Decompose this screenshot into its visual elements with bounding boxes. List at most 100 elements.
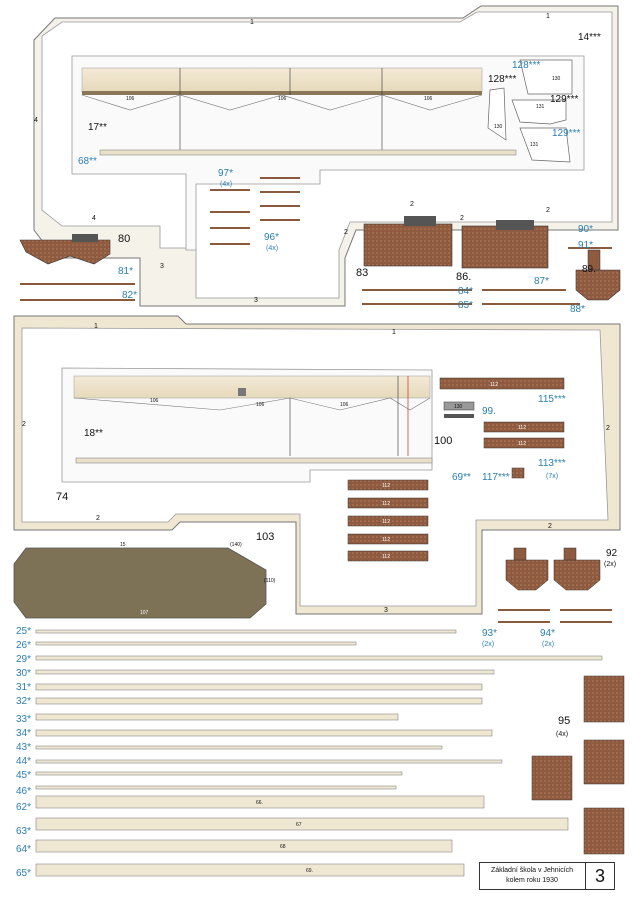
plank-label: 112: [382, 519, 390, 525]
strip-label: 25*: [16, 626, 31, 637]
edge-label: 2: [546, 207, 550, 214]
part-label: 96*: [264, 232, 279, 243]
edge-label: 2: [22, 421, 26, 428]
part-qty: (2x): [542, 641, 554, 648]
edge-label: 2: [548, 523, 552, 530]
part-label: 91*: [578, 240, 593, 251]
part-label: 87*: [534, 276, 549, 287]
strip-label: 46*: [16, 786, 31, 797]
strip-label: 32*: [16, 696, 31, 707]
edge-label: 15: [120, 542, 126, 548]
houses-95: [531, 675, 625, 855]
edge-label: 1: [546, 13, 550, 20]
wall-label: 106: [126, 96, 135, 102]
title-line-2: kolem roku 1930: [506, 877, 558, 884]
plank-label: 112: [518, 441, 526, 447]
edge-label: 4: [34, 117, 38, 124]
plank-label: 130: [454, 404, 463, 410]
title-line-1: Základní škola v Jehnicích: [490, 867, 574, 874]
part-label: 89.: [582, 264, 596, 275]
wall-label: 106: [256, 402, 265, 408]
piece-label: 131: [530, 142, 539, 148]
part-label: 115***: [538, 394, 566, 405]
part-label: 95: [558, 715, 570, 727]
strip-inner-label: 66.: [256, 800, 263, 806]
building-86: [461, 220, 549, 269]
gray-plates: [443, 401, 475, 418]
part-label: 82*: [122, 290, 137, 301]
strip-label: 30*: [16, 668, 31, 679]
wall-label: 106: [424, 96, 433, 102]
plank-label: 112: [518, 425, 526, 431]
part-label: 94*: [540, 628, 555, 639]
part-label: 93*: [482, 628, 497, 639]
edge-label: 3: [384, 607, 388, 614]
part-label: 68**: [78, 156, 97, 167]
title-block-text: Základní škola v Jehnicích kolem roku 19…: [484, 866, 580, 886]
part-label: 97*: [218, 168, 233, 179]
title-block: Základní škola v Jehnicích kolem roku 19…: [479, 862, 615, 890]
part-label: 18**: [84, 428, 103, 439]
strips: [35, 629, 603, 877]
strip-label: 33*: [16, 714, 31, 725]
part-label: 14***: [578, 32, 601, 43]
ground-plate-103: [13, 547, 267, 619]
strip-label: 63*: [16, 826, 31, 837]
plank-label: 112: [382, 537, 390, 543]
edge-label: 2: [344, 229, 348, 236]
part-label: 17**: [88, 122, 107, 133]
part-label: 86.: [456, 271, 471, 283]
upper-base-strip: [99, 149, 517, 156]
strip-label: 64*: [16, 844, 31, 855]
part-qty: (7x): [546, 473, 558, 480]
part-label: 128***: [488, 74, 516, 85]
building-80: [19, 234, 111, 265]
part-label: 81*: [118, 266, 133, 277]
part-label: 128***: [512, 60, 540, 71]
strip-label: 45*: [16, 770, 31, 781]
strip-label: 34*: [16, 728, 31, 739]
part-label: 85*: [458, 300, 473, 311]
part-label: 103: [256, 531, 274, 543]
strip-label: 65*: [16, 868, 31, 879]
part-label: 90*: [578, 224, 593, 235]
building-89: [575, 249, 621, 301]
edge-label: 2: [410, 201, 414, 208]
plank-label: 112: [382, 483, 390, 489]
edge-label: (140): [230, 542, 242, 548]
strip-label: 31*: [16, 682, 31, 693]
wall-label: 106: [278, 96, 287, 102]
planks-112: [347, 377, 565, 562]
part-qty: (4x): [556, 731, 568, 738]
strip-label: 43*: [16, 742, 31, 753]
upper-slots: [210, 177, 300, 245]
part-label: 113***: [538, 458, 566, 469]
part-label: 84*: [458, 286, 473, 297]
houses-92: [505, 547, 601, 591]
strip-inner-label: 68: [280, 844, 286, 850]
edge-label: 3: [254, 297, 258, 304]
part-qty: (2x): [482, 641, 494, 648]
part-qty: (4x): [266, 245, 278, 252]
piece-label: 130: [552, 76, 561, 82]
strip-label: 44*: [16, 756, 31, 767]
part-label: 117***: [482, 472, 510, 483]
strip-inner-label: 69.: [306, 868, 313, 874]
part-label: 74: [56, 491, 68, 503]
edge-label: 2: [96, 515, 100, 522]
part-label: 100: [434, 435, 452, 447]
middle-base-strip: [75, 457, 433, 464]
plank-label: 112: [382, 554, 390, 560]
edge-label: 2: [460, 215, 464, 222]
upper-wall-strip: [81, 67, 483, 150]
part-label: 83: [356, 267, 368, 279]
wall-label: 106: [340, 402, 349, 408]
building-83: [363, 216, 453, 267]
part-label: 88*: [570, 304, 585, 315]
part-label: 129***: [552, 128, 580, 139]
edge-label: 1: [250, 19, 254, 26]
part-qty: (2x): [604, 561, 616, 568]
sheet-number: 3: [585, 863, 614, 889]
strip-label: 26*: [16, 640, 31, 651]
